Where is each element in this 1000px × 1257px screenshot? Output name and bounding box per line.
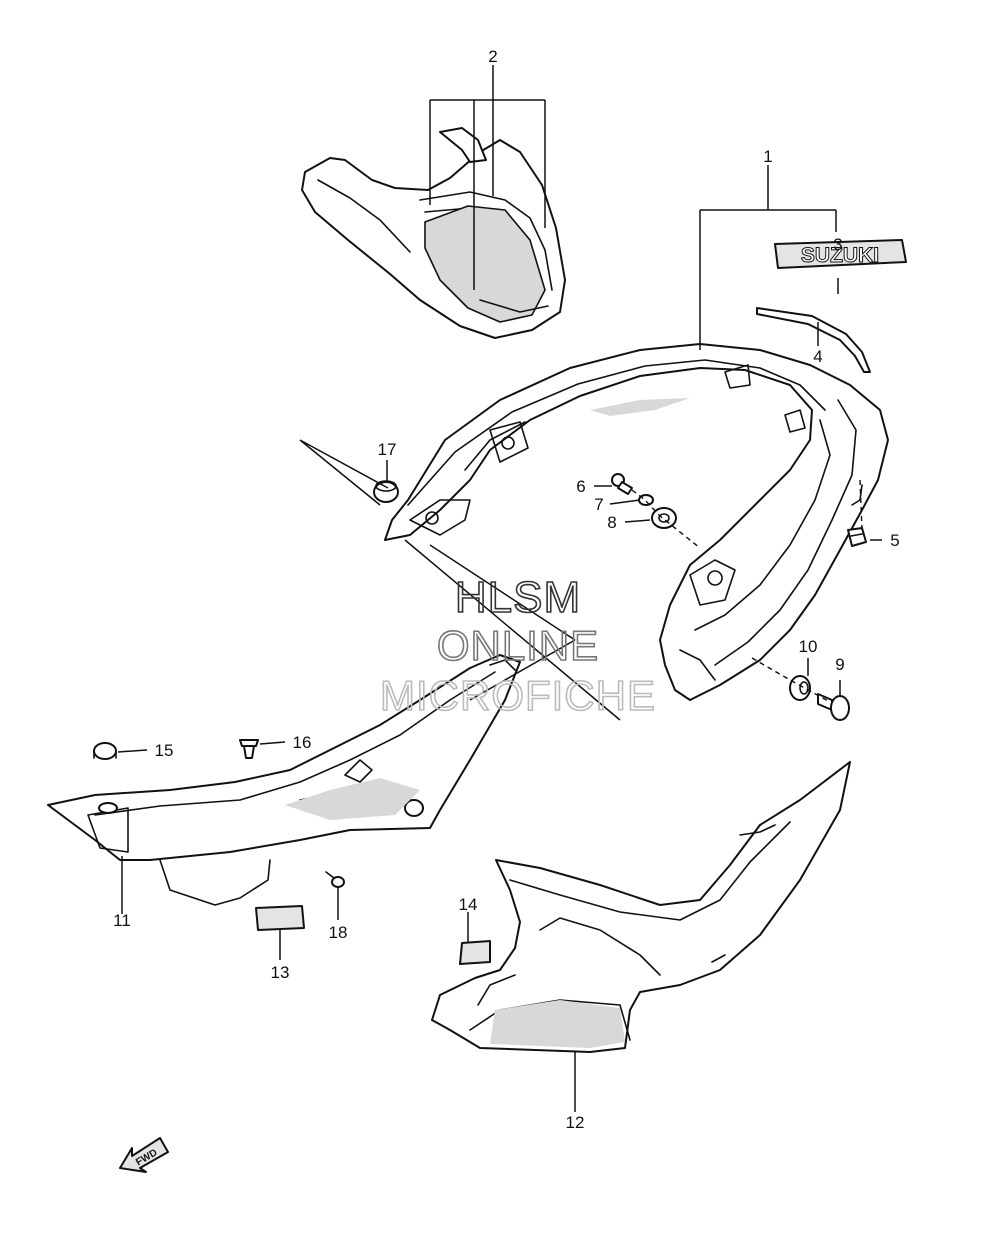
callout-9[interactable]: 9 bbox=[835, 655, 844, 674]
callout-8[interactable]: 8 bbox=[607, 513, 616, 532]
callout-4[interactable]: 4 bbox=[813, 347, 822, 366]
part-13-label[interactable] bbox=[255, 905, 305, 931]
watermark: HLSM ONLINE MICROFICHE bbox=[379, 572, 656, 720]
callout-10[interactable]: 10 bbox=[799, 637, 818, 656]
part-4-trim-strip[interactable] bbox=[756, 307, 871, 373]
callout-18[interactable]: 18 bbox=[329, 923, 348, 942]
watermark-line-3: MICROFICHE bbox=[380, 672, 656, 719]
part-18-screw[interactable] bbox=[325, 871, 345, 888]
callout-2[interactable]: 2 bbox=[488, 47, 497, 66]
part-9-screw[interactable] bbox=[817, 693, 850, 721]
part-16-rivet[interactable] bbox=[239, 739, 259, 759]
part-10-grommet[interactable] bbox=[789, 675, 811, 701]
callout-3[interactable]: 3 bbox=[833, 235, 842, 254]
part-11-frame-cover[interactable] bbox=[47, 654, 521, 906]
part-5-clip-nut[interactable] bbox=[847, 527, 867, 547]
callout-7[interactable]: 7 bbox=[594, 495, 603, 514]
callout-11[interactable]: 11 bbox=[113, 911, 131, 930]
watermark-line-2: ONLINE bbox=[437, 622, 599, 669]
callout-13[interactable]: 13 bbox=[271, 963, 290, 982]
callout-1[interactable]: 1 bbox=[763, 147, 772, 166]
callout-17[interactable]: 17 bbox=[378, 440, 397, 459]
fwd-arrow-icon: FWD bbox=[119, 1137, 169, 1173]
callout-12[interactable]: 12 bbox=[566, 1113, 585, 1132]
callout-6[interactable]: 6 bbox=[576, 477, 585, 496]
emblem-text: SUZUKI bbox=[801, 244, 879, 267]
part-12-side-cover[interactable] bbox=[431, 761, 851, 1053]
part-17-grommet[interactable] bbox=[373, 480, 399, 503]
callout-5[interactable]: 5 bbox=[890, 531, 899, 550]
callout-16[interactable]: 16 bbox=[293, 733, 312, 752]
callout-14[interactable]: 14 bbox=[459, 895, 478, 914]
part-2-seat-cowl[interactable] bbox=[301, 127, 566, 339]
part-3-suzuki-emblem[interactable]: SUZUKI bbox=[774, 239, 907, 269]
part-14-label[interactable] bbox=[459, 940, 491, 965]
part-8-cushion[interactable] bbox=[651, 507, 677, 529]
watermark-line-1: HLSM bbox=[455, 573, 581, 622]
part-6-bolt[interactable] bbox=[611, 473, 633, 495]
part-1-tail-cowl[interactable] bbox=[384, 343, 889, 701]
part-15-grommet[interactable] bbox=[93, 742, 117, 760]
callout-15[interactable]: 15 bbox=[155, 741, 174, 760]
